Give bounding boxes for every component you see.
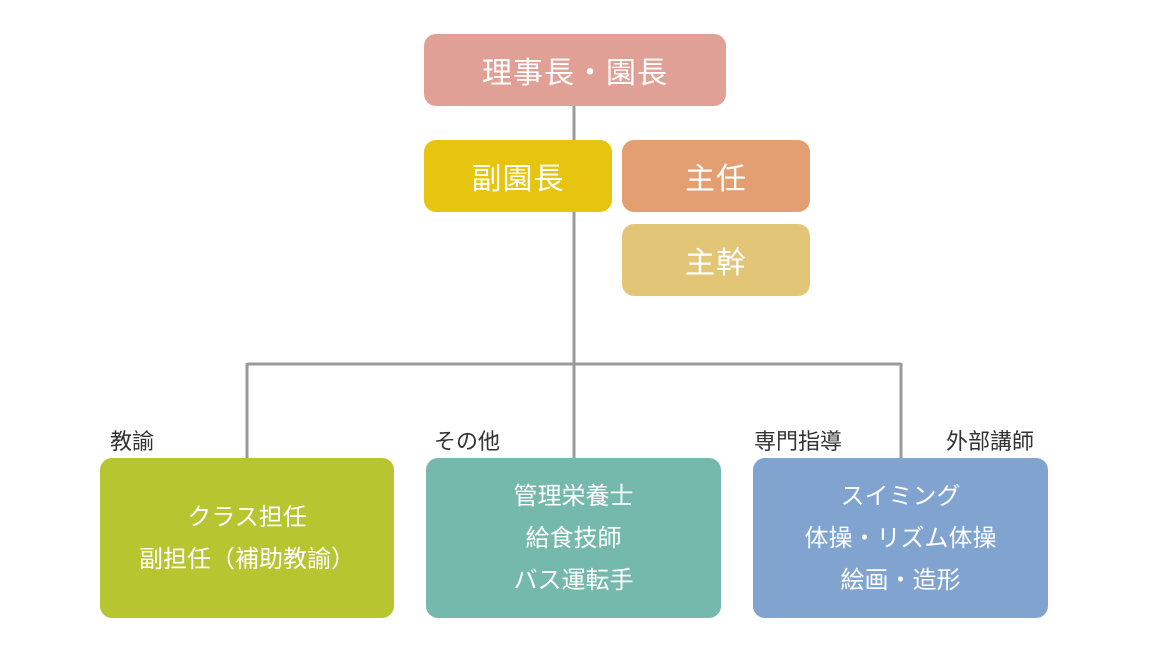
external-instructors-label: 外部講師 bbox=[946, 430, 1035, 455]
specialists-group-label: 専門指導 bbox=[754, 430, 843, 455]
teachers-line-2: 副担任（補助教諭） bbox=[139, 545, 355, 573]
specialists-line-2: 体操・リズム体操 bbox=[804, 524, 997, 552]
teachers-line-1: クラス担任 bbox=[187, 503, 307, 531]
others-line-1: 管理栄養士 bbox=[513, 482, 634, 510]
teachers-box: クラス担任 副担任（補助教諭） bbox=[100, 458, 394, 618]
specialists-line-1: スイミング bbox=[840, 482, 961, 510]
chairman-box: 理事長・園長 bbox=[424, 34, 726, 106]
others-line-2: 給食技師 bbox=[525, 524, 622, 552]
vice-principal-label: 副園長 bbox=[471, 162, 565, 197]
vice-principal-box: 副園長 bbox=[424, 140, 612, 212]
chief-box: 主任 bbox=[622, 140, 810, 212]
manager-box: 主幹 bbox=[622, 224, 810, 296]
others-box: 管理栄養士 給食技師 バス運転手 bbox=[426, 458, 721, 618]
chairman-label: 理事長・園長 bbox=[482, 56, 668, 91]
manager-label: 主幹 bbox=[685, 246, 747, 281]
specialists-box: スイミング 体操・リズム体操 絵画・造形 bbox=[753, 458, 1048, 618]
others-group-label: その他 bbox=[434, 430, 501, 455]
others-line-3: バス運転手 bbox=[513, 566, 634, 594]
specialists-line-3: 絵画・造形 bbox=[840, 566, 961, 594]
teachers-group-label: 教諭 bbox=[110, 430, 155, 455]
chief-label: 主任 bbox=[685, 162, 747, 197]
